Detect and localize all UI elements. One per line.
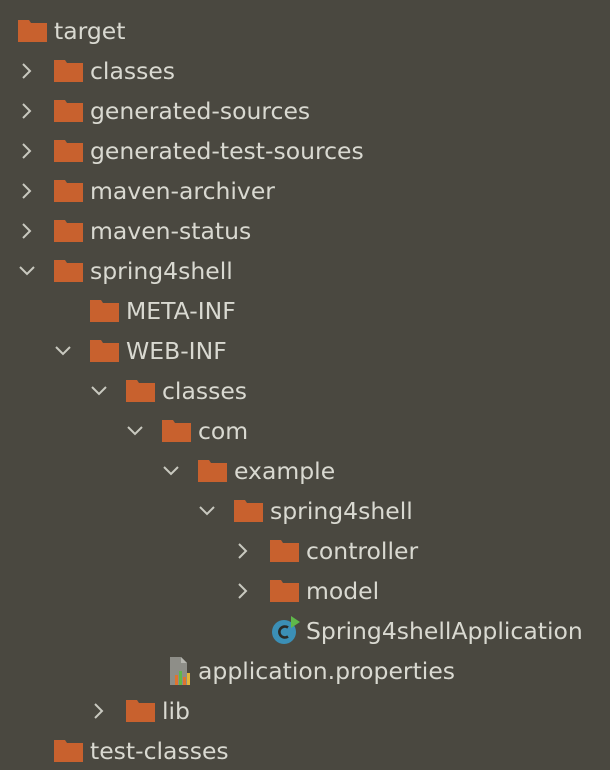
tree-item-label: model: [306, 577, 380, 605]
tree-item-generated-sources[interactable]: generated-sources: [0, 91, 610, 131]
tree-item-label: target: [54, 17, 126, 45]
tree-item-label: classes: [162, 377, 248, 405]
chevron-right-icon[interactable]: [17, 221, 37, 241]
chevron-right-icon[interactable]: [17, 181, 37, 201]
folder-icon: [54, 180, 83, 202]
folder-icon: [126, 380, 155, 402]
tree-item-label: Spring4shellApplication: [306, 617, 583, 645]
folder-icon: [126, 700, 155, 722]
tree-item-label: spring4shell: [90, 257, 233, 285]
folder-icon: [54, 140, 83, 162]
chevron-down-icon[interactable]: [53, 341, 73, 361]
folder-icon: [54, 100, 83, 122]
tree-item-label: test-classes: [90, 737, 229, 765]
folder-icon: [54, 220, 83, 242]
folder-icon: [54, 740, 83, 762]
tree-item-maven-status[interactable]: maven-status: [0, 211, 610, 251]
tree-item-web-inf[interactable]: WEB-INF: [0, 331, 610, 371]
folder-icon: [270, 580, 299, 602]
folder-icon: [162, 420, 191, 442]
folder-icon: [90, 340, 119, 362]
folder-icon: [90, 300, 119, 322]
tree-item-label: controller: [306, 537, 419, 565]
tree-item-target[interactable]: target: [0, 11, 610, 51]
tree-item-lib[interactable]: lib: [0, 691, 610, 731]
chevron-right-icon[interactable]: [17, 61, 37, 81]
chevron-right-icon[interactable]: [17, 101, 37, 121]
tree-item-meta-inf[interactable]: META-INF: [0, 291, 610, 331]
folder-icon: [234, 500, 263, 522]
tree-item-label: spring4shell: [270, 497, 413, 525]
tree-item-test-classes[interactable]: test-classes: [0, 731, 610, 770]
tree-item-label: lib: [162, 697, 190, 725]
tree-item-label: META-INF: [126, 297, 236, 325]
clipped-row-top: [0, 0, 610, 10]
chevron-down-icon[interactable]: [197, 501, 217, 521]
tree-item-label: maven-status: [90, 217, 252, 245]
tree-item-generated-test-sources[interactable]: generated-test-sources: [0, 131, 610, 171]
tree-item-label: com: [198, 417, 249, 445]
tree-item-label: generated-sources: [90, 97, 311, 125]
chevron-down-icon[interactable]: [89, 381, 109, 401]
tree-item-web-inf-classes[interactable]: classes: [0, 371, 610, 411]
tree-item-controller[interactable]: controller: [0, 531, 610, 571]
tree-item-application-properties[interactable]: application.properties: [0, 651, 610, 691]
tree-item-label: maven-archiver: [90, 177, 275, 205]
chevron-down-icon[interactable]: [125, 421, 145, 441]
tree-item-label: application.properties: [198, 657, 456, 685]
folder-icon: [18, 20, 47, 42]
chevron-right-icon[interactable]: [89, 701, 109, 721]
chevron-down-icon[interactable]: [17, 261, 37, 281]
tree-item-classes[interactable]: classes: [0, 51, 610, 91]
folder-icon: [54, 260, 83, 282]
tree-item-spring4shell-application[interactable]: Spring4shellApplication: [0, 611, 610, 651]
chevron-right-icon[interactable]: [233, 581, 253, 601]
tree-item-label: example: [234, 457, 336, 485]
tree-item-example[interactable]: example: [0, 451, 610, 491]
tree-item-spring4shell-package[interactable]: spring4shell: [0, 491, 610, 531]
chevron-down-icon[interactable]: [161, 461, 181, 481]
tree-item-label: WEB-INF: [126, 337, 227, 365]
folder-icon: [270, 540, 299, 562]
chevron-right-icon[interactable]: [233, 541, 253, 561]
tree-item-maven-archiver[interactable]: maven-archiver: [0, 171, 610, 211]
tree-item-spring4shell[interactable]: spring4shell: [0, 251, 610, 291]
tree-item-com[interactable]: com: [0, 411, 610, 451]
tree-item-label: classes: [90, 57, 176, 85]
java-class-icon: [270, 616, 300, 646]
tree-item-label: generated-test-sources: [90, 137, 364, 165]
folder-icon: [198, 460, 227, 482]
properties-file-icon: [165, 656, 195, 686]
tree-item-model[interactable]: model: [0, 571, 610, 611]
folder-icon: [54, 60, 83, 82]
chevron-right-icon[interactable]: [17, 141, 37, 161]
